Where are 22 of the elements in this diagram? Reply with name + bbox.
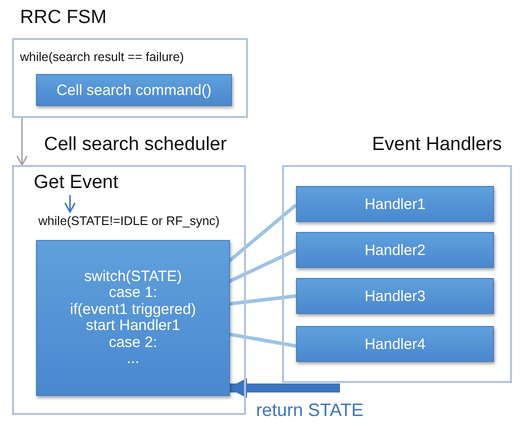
code-text: start Handler1 [86,318,180,334]
code-text: Get Event [26,171,126,195]
arrow [16,118,28,166]
process-box: Handler1 [296,186,494,222]
process-box: Handler2 [296,232,494,268]
process-box: Handler3 [296,278,494,314]
code-text: switch(STATE) [84,268,182,285]
edge-label: return STATE [256,400,364,421]
arrow [64,195,76,213]
group-heading: RRC FSM [20,7,107,29]
code-text: ... [126,351,140,368]
code-text: if(event1 triggered) [70,302,196,318]
arrow [228,378,340,398]
code-text: while(search result == failure) [20,50,184,64]
process-box: Handler4 [296,326,494,362]
process-box: Cell search command() [36,74,232,106]
group-heading: Event Handlers [372,134,502,156]
process-box [36,240,230,396]
code-text: case 1: [108,285,158,302]
code-text: while(STATE!=IDLE or RF_sync) [16,212,242,230]
group-heading: Cell search scheduler [44,134,227,156]
code-text: case 2: [108,334,158,351]
